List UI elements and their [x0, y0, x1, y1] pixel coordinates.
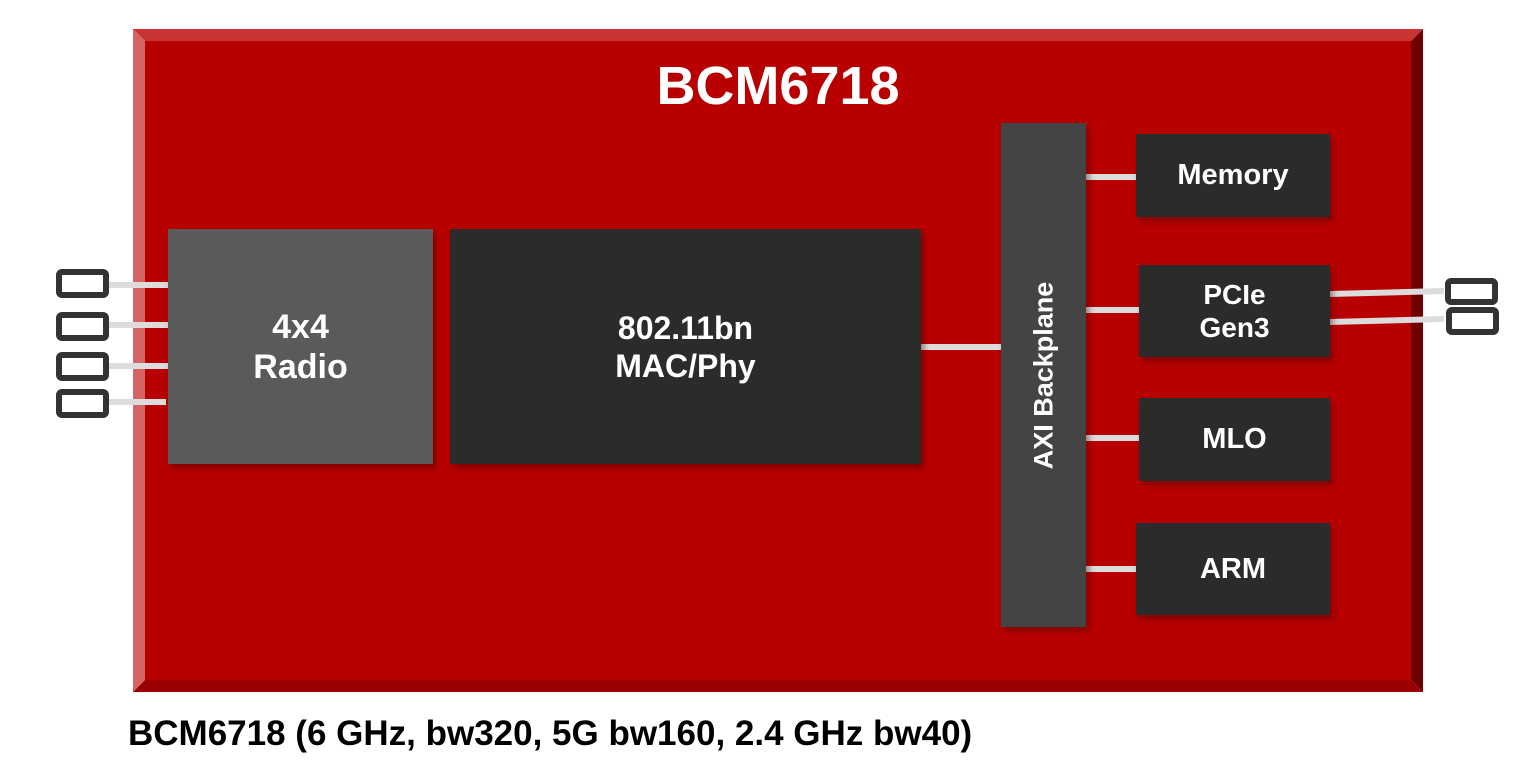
- antenna-pin-icon: [56, 312, 109, 341]
- antenna-pin-icon: [56, 389, 109, 418]
- antenna-pin-icon: [56, 352, 109, 381]
- chip-title: BCM6718: [656, 56, 900, 116]
- diagram-caption: BCM6718 (6 GHz, bw320, 5G bw160, 2.4 GHz…: [128, 714, 973, 753]
- radio-block: 4x4 Radio: [168, 229, 433, 464]
- pcie-block: PCIe Gen3: [1139, 265, 1330, 357]
- antenna-connectors-left: [56, 269, 109, 418]
- axi-backplane-label: AXI Backplane: [1028, 281, 1059, 469]
- mlo-block: MLO: [1139, 398, 1330, 481]
- axi-backplane-block: AXI Backplane: [1001, 123, 1086, 627]
- pcie-pin-icon: [1446, 307, 1499, 335]
- mac-phy-block: 802.11bn MAC/Phy: [450, 229, 921, 464]
- connection-lines: [108, 174, 1445, 572]
- memory-block: Memory: [1136, 134, 1330, 217]
- antenna-pin-icon: [56, 269, 109, 298]
- pcie-pin-icon: [1445, 278, 1498, 305]
- pcie-connectors-right: [1445, 278, 1499, 335]
- arm-block: ARM: [1136, 523, 1330, 615]
